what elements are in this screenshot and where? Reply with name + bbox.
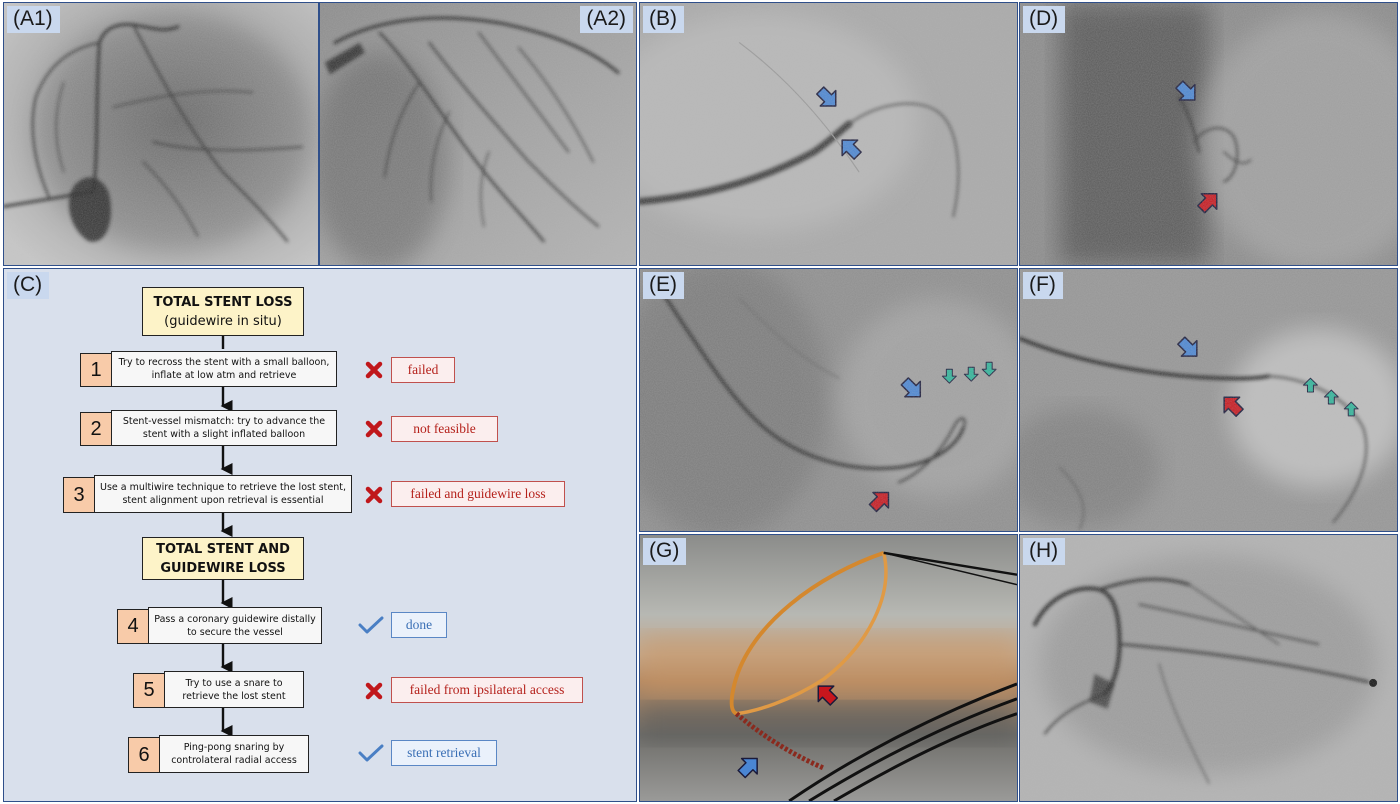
step-4-result: done: [391, 612, 447, 638]
step-number: 5: [133, 673, 165, 708]
step-3-box: Use a multiwire technique to retrieve th…: [94, 475, 352, 513]
cross-icon: [365, 682, 383, 700]
header-title: TOTAL STENT LOSS: [153, 294, 293, 310]
header-line1: TOTAL STENT AND: [156, 541, 290, 557]
step-1-box: Try to recross the stent with a small ba…: [111, 351, 337, 387]
angiogram-h-image: [1020, 535, 1397, 801]
step-6-result: stent retrieval: [391, 740, 497, 766]
step-text-line2: retrieve the lost stent: [182, 690, 286, 702]
angiogram-a2-image: [320, 3, 636, 265]
panel-label: (E): [643, 272, 684, 299]
step-text-line2: to secure the vessel: [187, 626, 283, 638]
panel-c-flowchart: (C) TOTAL STENT LOSS (guidewire in situ)…: [3, 268, 637, 802]
snare-photo-g-image: [640, 535, 1017, 801]
step-number: 6: [128, 737, 160, 773]
header-line2: GUIDEWIRE LOSS: [160, 560, 286, 576]
step-2-box: Stent-vessel mismatch: try to advance th…: [111, 410, 337, 446]
step-number: 3: [63, 477, 95, 513]
step-number: 4: [117, 609, 149, 644]
step-5-box: Try to use a snare to retrieve the lost …: [164, 671, 304, 708]
step-2-result: not feasible: [391, 416, 498, 442]
step-text-line2: stent with a slight inflated balloon: [142, 429, 306, 440]
cross-icon: [365, 420, 383, 438]
step-text-line1: Try to recross the stent with a small ba…: [118, 357, 330, 368]
check-icon: [358, 616, 384, 634]
panel-a2-angiogram: (A2): [319, 2, 637, 266]
fluoroscopy-d-image: [1020, 3, 1397, 265]
step-4-box: Pass a coronary guidewire distally to se…: [148, 607, 322, 644]
step-text-line2: controlateral radial access: [171, 755, 297, 766]
step-5-result: failed from ipsilateral access: [391, 677, 583, 703]
check-icon: [358, 744, 384, 762]
panel-d-fluoroscopy: (D): [1019, 2, 1398, 266]
cross-icon: [365, 361, 383, 379]
panel-label: (A1): [7, 6, 60, 33]
step-number: 2: [80, 412, 112, 446]
header-subtitle: (guidewire in situ): [164, 313, 282, 329]
panel-g-photograph: (G): [639, 534, 1018, 802]
step-6-box: Ping-pong snaring by controlateral radia…: [159, 735, 309, 773]
panel-label: (C): [7, 272, 50, 299]
fluoroscopy-e-image: [640, 269, 1017, 531]
panel-label: (B): [643, 6, 684, 33]
flowchart-connectors: [220, 336, 233, 737]
step-number: 1: [80, 353, 112, 387]
step-3-result: failed and guidewire loss: [391, 481, 565, 507]
step-text-line1: Pass a coronary guidewire distally: [154, 613, 316, 625]
panel-label: (F): [1023, 272, 1063, 299]
panel-h-angiogram: (H): [1019, 534, 1398, 802]
step-text-line2: stent alignment upon retrieval is essent…: [122, 495, 324, 506]
panel-e-fluoroscopy: (E): [639, 268, 1018, 532]
panel-label: (H): [1023, 538, 1066, 565]
panel-f-fluoroscopy: (F): [1019, 268, 1398, 532]
panel-label: (A2): [580, 6, 633, 33]
step-1-result: failed: [391, 357, 455, 383]
flowchart-header-total-stent-and-guidewire-loss: TOTAL STENT AND GUIDEWIRE LOSS: [142, 537, 304, 580]
cross-icon: [365, 486, 383, 504]
step-text-line1: Use a multiwire technique to retrieve th…: [100, 482, 346, 493]
step-text-line1: Try to use a snare to: [185, 677, 283, 689]
step-text-line1: Ping-pong snaring by: [183, 742, 285, 753]
angiogram-a1-image: [4, 3, 318, 265]
panel-a1-angiogram: (A1): [3, 2, 319, 266]
step-text-line1: Stent-vessel mismatch: try to advance th…: [122, 416, 326, 427]
fluoroscopy-b-image: [640, 3, 1017, 265]
fluoroscopy-f-image: [1020, 269, 1397, 531]
panel-label: (G): [643, 538, 687, 565]
step-text-line2: inflate at low atm and retrieve: [151, 370, 297, 381]
panel-b-fluoroscopy: (B): [639, 2, 1018, 266]
panel-label: (D): [1023, 6, 1066, 33]
flowchart-header-total-stent-loss: TOTAL STENT LOSS (guidewire in situ): [142, 287, 304, 336]
